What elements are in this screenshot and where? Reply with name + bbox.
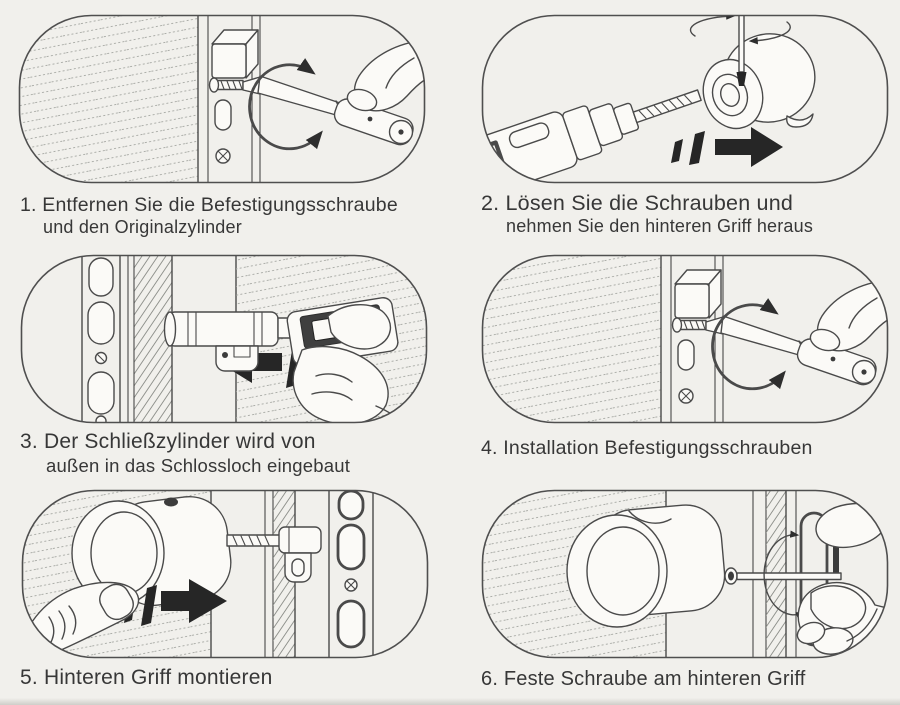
step-2-illustration [481, 14, 889, 184]
step-2-panel [481, 14, 889, 184]
step-1-caption-line-1: 1. Entfernen Sie die Befestigungsschraub… [20, 194, 398, 216]
step-6-caption-line-1: 6. Feste Schraube am hinteren Griff [481, 668, 806, 690]
step-6-illustration [481, 489, 889, 659]
step-6-panel [481, 489, 889, 659]
step-4-panel [481, 254, 889, 424]
step-4-illustration [481, 254, 889, 424]
step-2-caption: 2. Lösen Sie die Schrauben und nehmen Si… [481, 191, 813, 238]
scan-edge-shadow [0, 698, 900, 705]
step-4-caption: 4. Installation Befestigungsschrauben [481, 437, 813, 460]
step-1-caption-line-2: und den Originalzylinder [43, 217, 242, 237]
step-3-caption: 3. Der Schließzylinder wird von außen in… [20, 430, 350, 477]
step-4-caption-line-1: 4. Installation Befestigungsschrauben [481, 437, 813, 459]
step-3-illustration [20, 254, 428, 424]
step-1-panel [18, 14, 426, 184]
step-2-caption-line-2: nehmen Sie den hinteren Griff heraus [506, 216, 814, 237]
step-1-caption: 1. Entfernen Sie die Befestigungsschraub… [20, 194, 398, 238]
step-3-caption-line-2: außen in das Schlossloch eingebaut [46, 454, 351, 476]
step-5-panel [21, 489, 429, 659]
step-6-caption: 6. Feste Schraube am hinteren Griff [481, 668, 806, 692]
step-5-illustration [21, 489, 429, 659]
step-3-caption-line-1: 3. Der Schließzylinder wird von [20, 430, 316, 453]
step-5-caption-line-1: 5. Hinteren Griff montieren [20, 666, 273, 689]
step-1-illustration [18, 14, 426, 184]
step-2-caption-line-1: 2. Lösen Sie die Schrauben und [481, 191, 794, 215]
step-5-caption: 5. Hinteren Griff montieren [20, 666, 272, 691]
step-3-panel [20, 254, 428, 424]
